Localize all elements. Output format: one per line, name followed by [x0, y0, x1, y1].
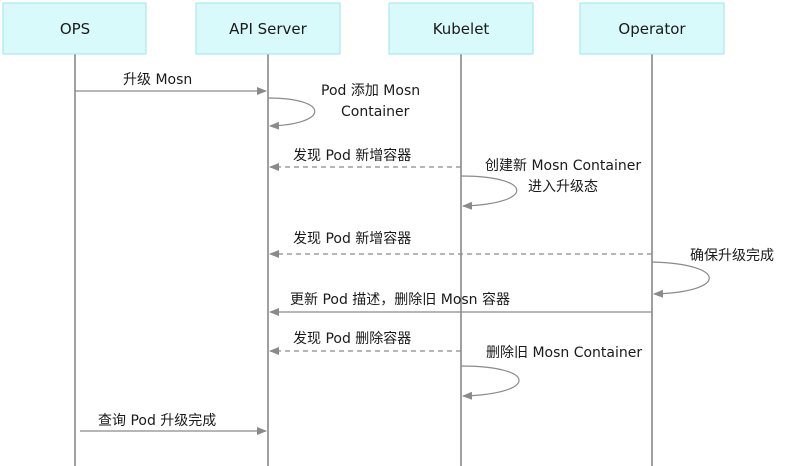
- message-update-pod-label: 更新 Pod 描述，删除旧 Mosn 容器: [290, 291, 510, 308]
- message-query-upgrade: 查询 Pod 升级完成: [80, 413, 267, 435]
- self-call-ensure-upgrade-line1: 确保升级完成: [690, 248, 774, 264]
- message-query-upgrade-label: 查询 Pod 升级完成: [98, 413, 216, 429]
- participant-api: API Server: [195, 2, 341, 55]
- self-call-delete-container: 删除旧 Mosn Container: [460, 345, 642, 400]
- message-update-pod: 更新 Pod 描述，删除旧 Mosn 容器: [269, 291, 652, 316]
- message-discover-delete: 发现 Pod 删除容器: [269, 330, 461, 355]
- participant-ops-label: OPS: [60, 20, 90, 38]
- participant-api-label: API Server: [229, 20, 308, 38]
- message-upgrade-mosn-label: 升级 Mosn: [123, 72, 192, 88]
- participant-operator: Operator: [579, 2, 725, 55]
- participant-ops: OPS: [2, 2, 147, 55]
- self-call-create-container-line2: 进入升级态: [528, 179, 598, 195]
- message-discover-new-container: 发现 Pod 新增容器: [269, 147, 461, 171]
- message-discover-new-container-label: 发现 Pod 新增容器: [293, 147, 411, 164]
- self-call-add-container-line2: Container: [341, 104, 410, 120]
- self-call-create-container: 创建新 Mosn Container 进入升级态: [460, 158, 641, 210]
- message-operator-discover-label: 发现 Pod 新增容器: [293, 230, 411, 247]
- participant-kubelet: Kubelet: [388, 2, 534, 55]
- participant-kubelet-label: Kubelet: [433, 20, 490, 38]
- message-upgrade-mosn: 升级 Mosn: [75, 72, 267, 95]
- participant-operator-label: Operator: [618, 20, 686, 38]
- self-call-delete-container-line1: 删除旧 Mosn Container: [486, 345, 642, 361]
- self-call-add-container: Pod 添加 Mosn Container: [267, 83, 420, 130]
- message-operator-discover: 发现 Pod 新增容器: [269, 230, 652, 258]
- message-discover-delete-label: 发现 Pod 删除容器: [293, 330, 411, 347]
- self-call-add-container-line1: Pod 添加 Mosn: [321, 83, 420, 99]
- self-call-ensure-upgrade: 确保升级完成: [651, 248, 774, 298]
- self-call-create-container-line1: 创建新 Mosn Container: [485, 158, 641, 174]
